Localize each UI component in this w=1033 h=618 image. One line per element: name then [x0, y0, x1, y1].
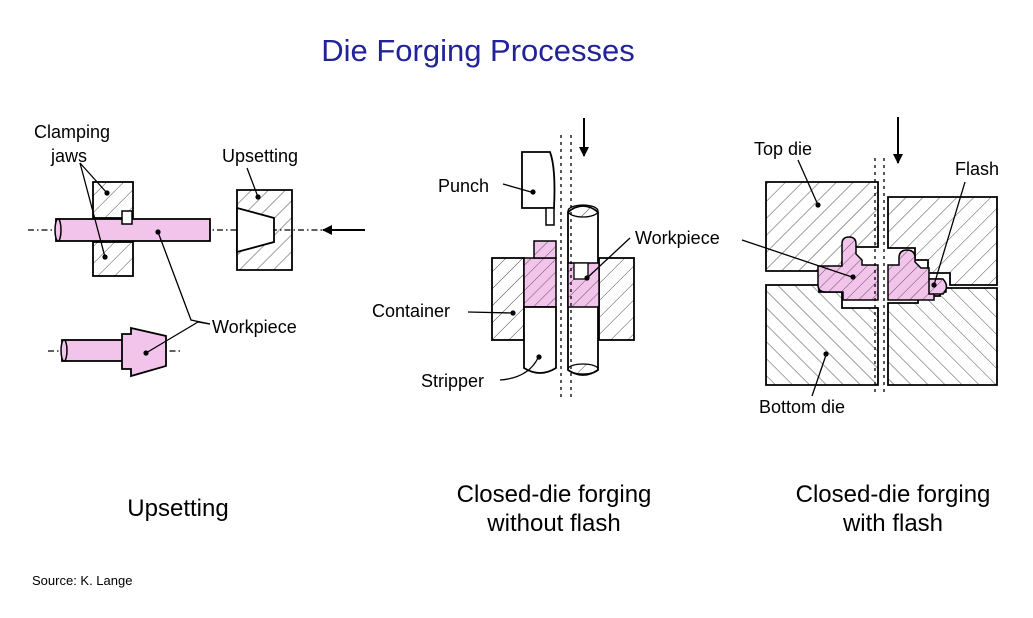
punch	[521, 151, 556, 209]
upsetting-workpiece-bar	[55, 218, 211, 242]
upsetting-panel: Clamping jaws Upsetting Workpiece Upsett…	[28, 122, 365, 522]
flash-workpiece-left	[817, 236, 879, 301]
upset-workpiece-shank	[61, 339, 125, 362]
caption-upsetting: Upsetting	[127, 495, 228, 522]
workpiece-left	[523, 257, 557, 308]
label-flash: Flash	[955, 159, 999, 179]
container-left	[491, 257, 525, 341]
page-title: Die Forging Processes	[321, 33, 635, 68]
label-bottom-die: Bottom die	[759, 397, 845, 417]
with-flash-panel: Top die Flash Bottom die Closed-die forg…	[741, 117, 999, 537]
source-note: Source: K. Lange	[32, 573, 132, 588]
top-die-left	[765, 181, 879, 272]
caption-with-flash-1: Closed-die forging	[796, 481, 991, 508]
caption-without-flash-1: Closed-die forging	[457, 481, 652, 508]
label-clamping: Clamping	[34, 122, 110, 142]
label-container: Container	[372, 301, 450, 321]
label-punch: Punch	[438, 176, 489, 196]
clamping-jaw-lower	[92, 241, 134, 277]
label-upsetting-tool: Upsetting	[222, 146, 298, 166]
label-stripper: Stripper	[421, 371, 484, 391]
container-right	[598, 257, 635, 341]
label-workpiece-1: Workpiece	[212, 317, 297, 337]
label-top-die: Top die	[754, 139, 812, 159]
flash	[928, 278, 948, 295]
label-workpiece-2: Workpiece	[635, 228, 720, 248]
label-jaws: jaws	[50, 146, 87, 166]
jaw-notch	[121, 210, 133, 225]
bottom-die-right	[887, 287, 998, 386]
caption-without-flash-2: without flash	[486, 510, 620, 537]
workpiece-bar-end	[54, 218, 62, 242]
caption-with-flash-2: with flash	[842, 510, 943, 537]
without-flash-panel: Punch Workpiece Container Stripper Close…	[372, 118, 720, 537]
stripper	[523, 306, 557, 374]
upsetting-tool-cavity	[236, 206, 275, 254]
